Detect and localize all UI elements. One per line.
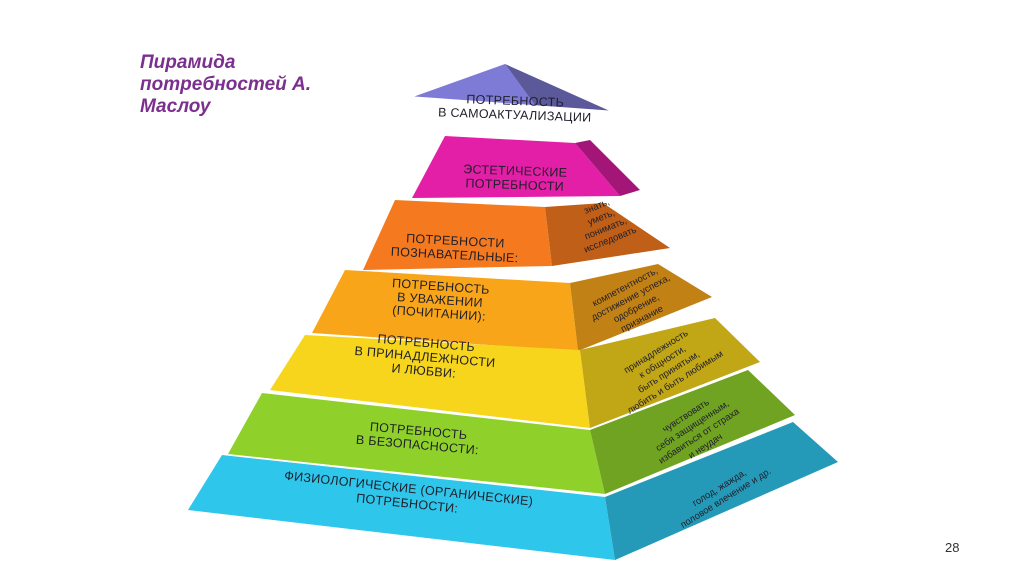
slide-title: Пирамида потребностей А. Маслоу: [140, 52, 380, 118]
tier-esteem-side: [570, 264, 712, 351]
tier-belonging-front: [270, 335, 590, 428]
tier-aesthetic-label: ЭСТЕТИЧЕСКИЕПОТРЕБНОСТИ: [462, 162, 567, 194]
tier-cognitive-label: ПОТРЕБНОСТИПОЗНАВАТЕЛЬНЫЕ:: [391, 231, 520, 266]
tier-cognitive-front: [363, 200, 552, 270]
page-number: 28: [945, 540, 960, 555]
tier-belonging-side: [580, 318, 760, 428]
tier-safety-front: [228, 393, 605, 494]
tier-self-actualization-label: ПОТРЕБНОСТЬВ САМОАКТУАЛИЗАЦИИ: [438, 91, 592, 124]
title-line-1: Пирамида: [140, 52, 236, 73]
tier-esteem-front: [312, 270, 578, 351]
tier-aesthetic-side: [575, 140, 640, 196]
pyramid-tiers: ПОТРЕБНОСТЬВ САМОАКТУАЛИЗАЦИИ ЭСТЕТИЧЕСКИ…: [188, 64, 838, 560]
tier-belonging-label: ПОТРЕБНОСТЬВ ПРИНАДЛЕЖНОСТИИ ЛЮБВИ:: [353, 330, 497, 384]
tier-physiological-front: [188, 455, 615, 560]
tier-esteem-label: ПОТРЕБНОСТЬВ УВАЖЕНИИ(ПОЧИТАНИИ):: [390, 276, 490, 324]
tier-cognitive-side: [545, 203, 670, 266]
title-line-2: потребностей А.: [140, 74, 312, 95]
title-line-3: Маслоу: [140, 96, 211, 117]
tier-aesthetic-front: [412, 136, 620, 198]
tier-physiological-side: [605, 422, 838, 560]
tier-esteem-description: компетентность,достижение успеха,одобрен…: [584, 262, 683, 345]
tier-self-actualization-label-band: [405, 96, 632, 130]
tier-safety-side: [590, 370, 795, 494]
